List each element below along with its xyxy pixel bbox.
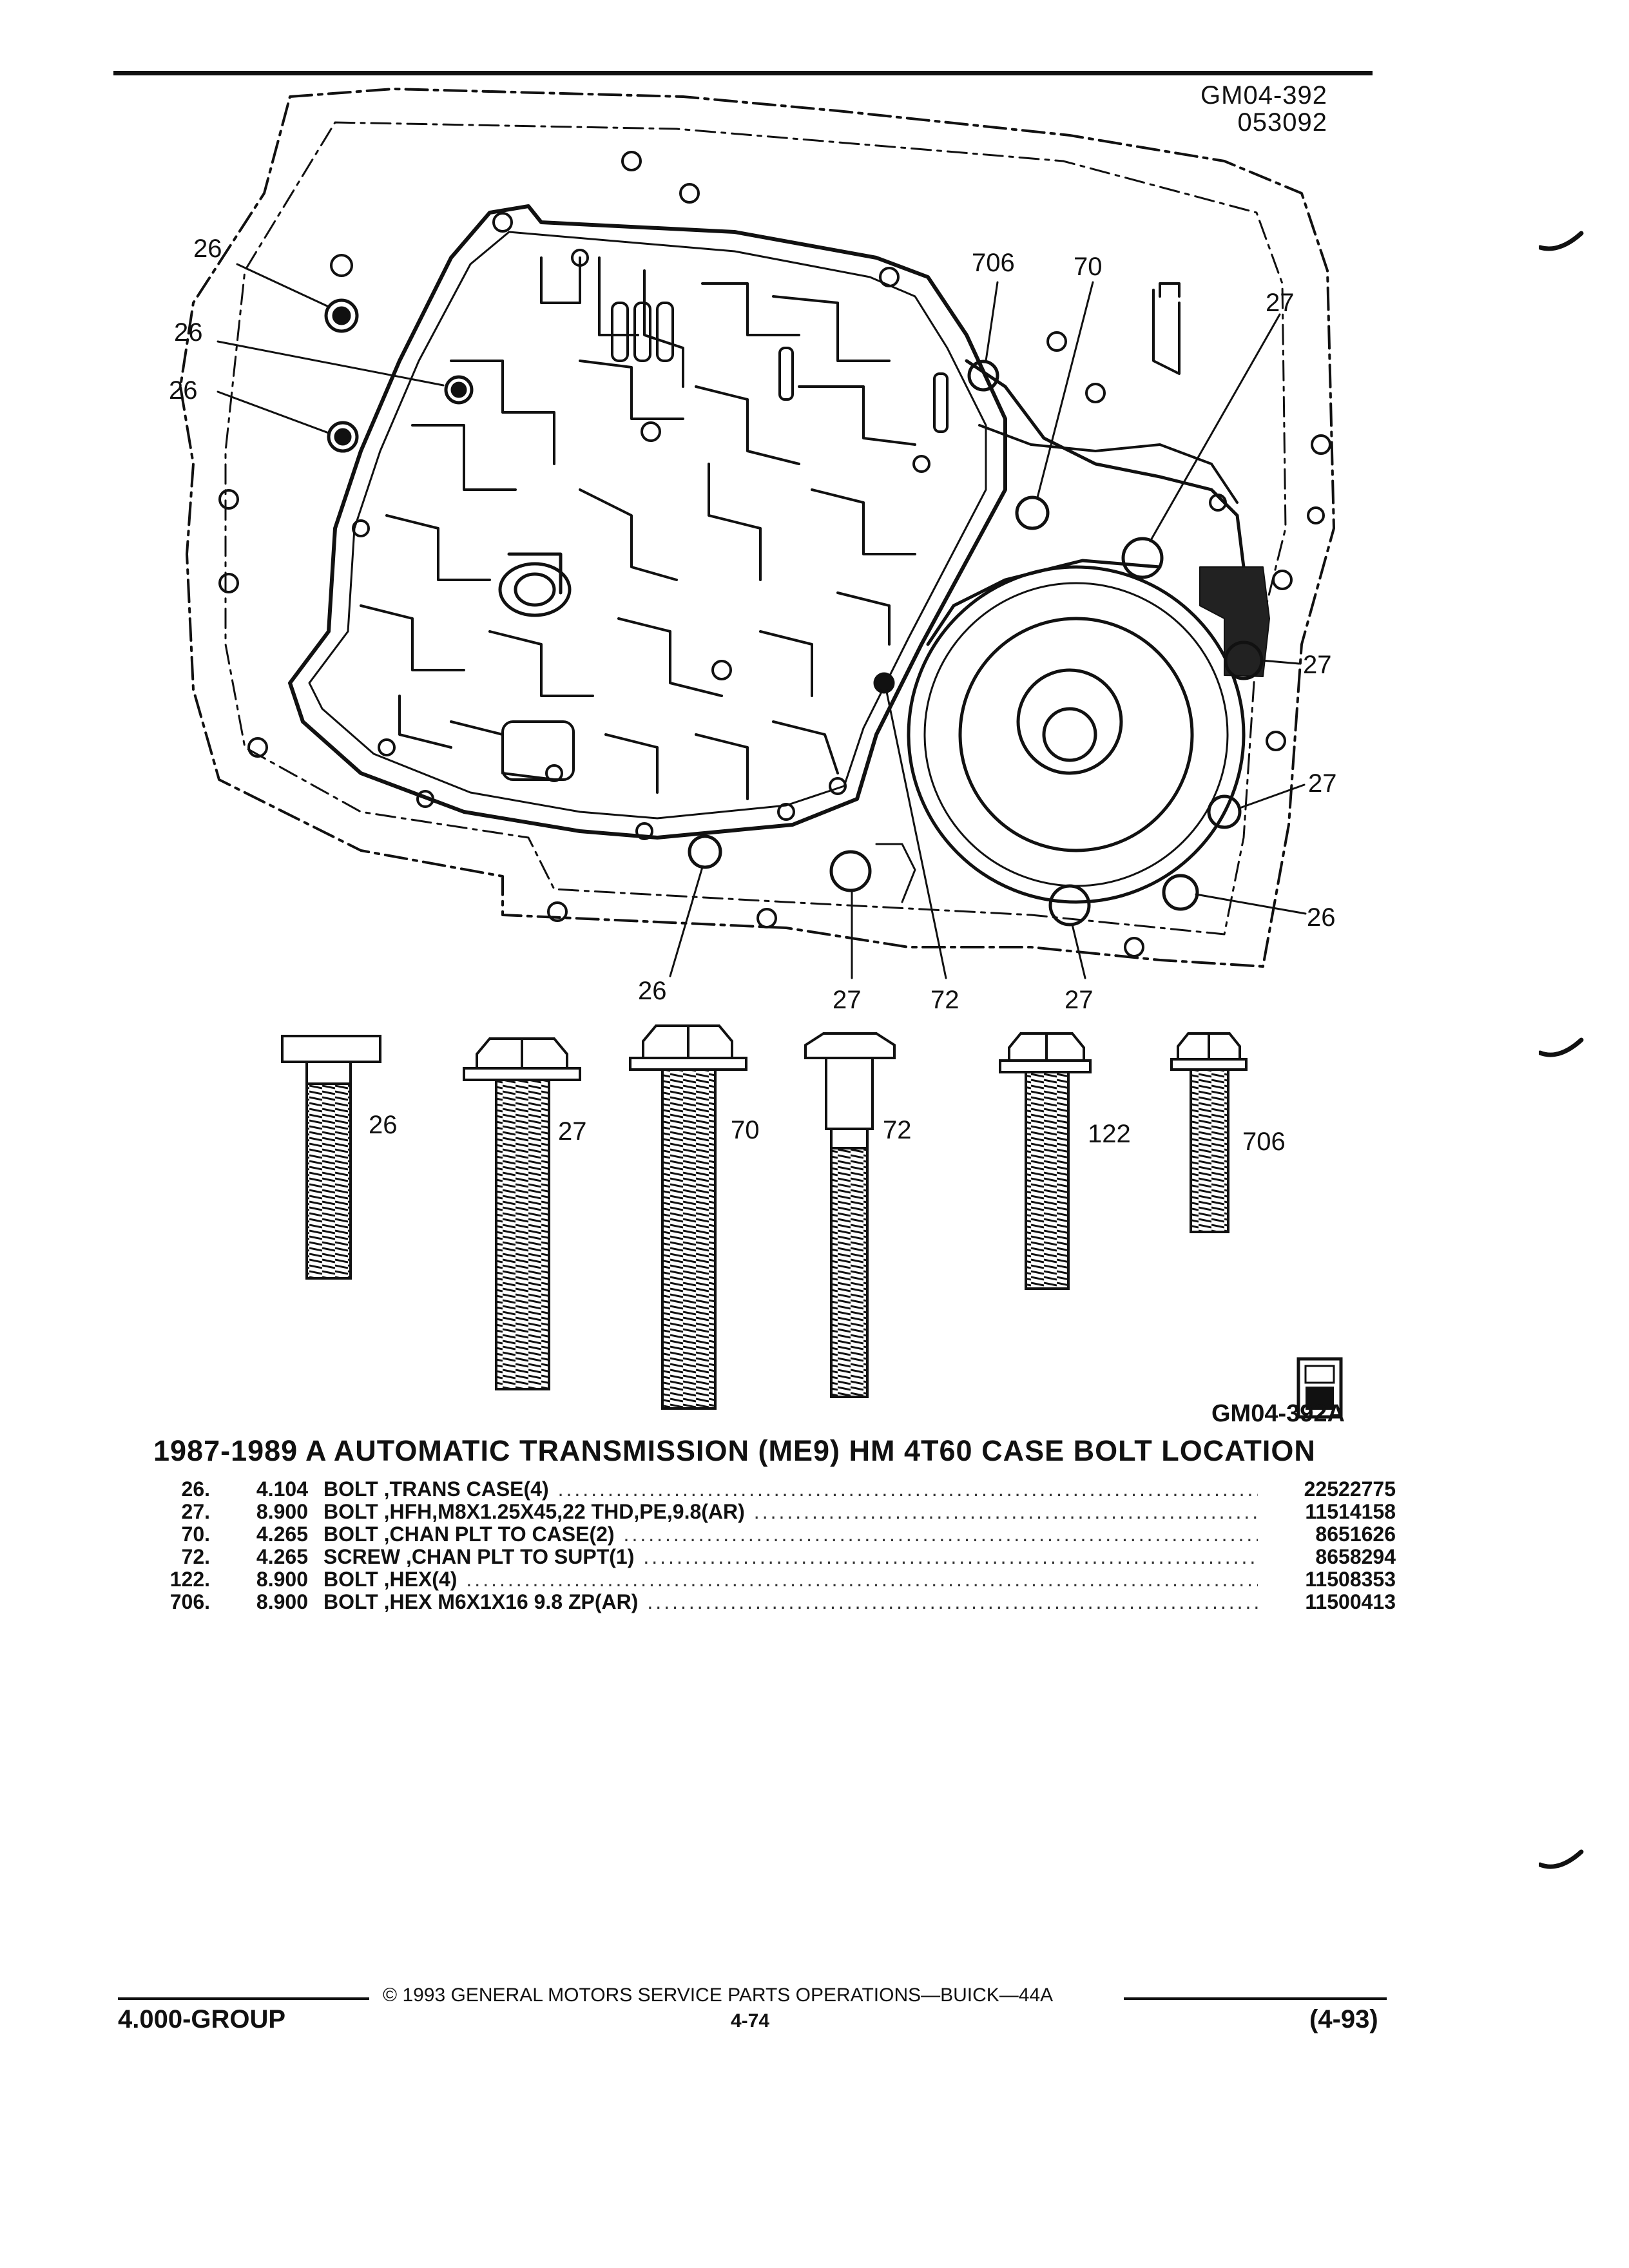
manual-valve-shaft [498,552,572,617]
figure-ref-secondary: GM04-392A [1211,1400,1345,1427]
part-description: BOLT ,TRANS CASE(4) [323,1477,549,1501]
part-group: 8.900 [256,1500,308,1523]
case-holes [218,151,1331,957]
callout-72: 72 [930,986,959,1014]
callout-26-c: 26 [169,376,198,405]
binder-mark-top [1539,231,1584,251]
section-title: 1987-1989 A AUTOMATIC TRANSMISSION (ME9)… [153,1434,1316,1467]
part-number: 8651626 [1315,1523,1396,1546]
leader-dots: ........................................… [647,1591,1258,1613]
gm-spo-stamp [1296,1357,1343,1419]
part-number: 22522775 [1304,1477,1396,1501]
case-outline [179,88,1335,968]
bolt-label-26: 26 [369,1111,398,1139]
part-group: 4.265 [256,1545,308,1568]
callout-706: 706 [972,249,1015,277]
part-description: BOLT ,HFH,M8X1.25X45,22 THD,PE,9.8(AR) [323,1500,745,1523]
part-description: BOLT ,CHAN PLT TO CASE(2) [323,1523,615,1546]
top-rule [113,71,1373,75]
footer-rule-right [1124,1997,1387,2000]
bolt-26-shape [281,1035,381,1280]
parts-row: 26. 4.104 BOLT ,TRANS CASE(4) ..........… [152,1478,1396,1501]
part-number: 8658294 [1315,1545,1396,1568]
part-group: 4.104 [256,1477,308,1501]
page-number: 4-74 [731,2010,770,2032]
leader-dots: ........................................… [753,1501,1258,1523]
transmission-case-diagram [179,88,1335,979]
group-number: 4.000-GROUP [118,2005,286,2033]
callout-27-b: 27 [1303,651,1332,679]
part-number: 11514158 [1305,1500,1396,1523]
leader-dots: ........................................… [557,1478,1258,1501]
bolt-706-shape [1170,1032,1248,1233]
figure-ref-date: 053092 [1237,108,1327,137]
bolt-label-706: 706 [1242,1128,1286,1156]
parts-row: 706. 8.900 BOLT ,HEX M6X1X16 9.8 ZP(AR) … [152,1591,1396,1613]
figure-ref-code: GM04-392 [1200,81,1327,110]
callout-26-d: 26 [1307,903,1336,932]
part-ref: 706. [169,1590,210,1613]
bolt-label-70: 70 [731,1116,760,1144]
callout-26-a: 26 [193,235,222,263]
part-description: BOLT ,HEX M6X1X16 9.8 ZP(AR) [323,1590,639,1613]
part-ref: 70. [181,1523,210,1546]
bolt-illustrations [281,1024,1248,1410]
valve-body-holes [352,212,930,840]
part-group: 8.900 [256,1590,308,1613]
binder-mark-bottom [1539,1849,1584,1869]
parts-row: 72. 4.265 SCREW ,CHAN PLT TO SUPT(1) ...… [152,1546,1396,1568]
copyright-line: © 1993 GENERAL MOTORS SERVICE PARTS OPER… [383,1984,1054,2006]
part-group: 8.900 [256,1568,308,1591]
revision-date: (4-93) [1309,2005,1378,2033]
part-ref: 26. [181,1477,210,1501]
leader-dots: ........................................… [623,1523,1258,1546]
pump-cover [907,559,1246,904]
part-ref: 27. [181,1500,210,1523]
parts-row: 122. 8.900 BOLT ,HEX(4) ................… [152,1568,1396,1591]
part-group: 4.265 [256,1523,308,1546]
valve-body-plate [288,204,1007,840]
part-number: 11508353 [1305,1568,1396,1591]
bolt-label-27: 27 [558,1117,587,1146]
leader-dots: ........................................… [466,1568,1258,1591]
part-description: SCREW ,CHAN PLT TO SUPT(1) [323,1545,635,1568]
shaded-bracket [1199,566,1270,677]
part-description: BOLT ,HEX(4) [323,1568,458,1591]
callout-26-b: 26 [174,318,203,347]
leader-dots: ........................................… [643,1546,1258,1568]
leader-lines [217,263,1307,979]
callout-26-e: 26 [638,977,667,1005]
parts-row: 27. 8.900 BOLT ,HFH,M8X1.25X45,22 THD,PE… [152,1501,1396,1523]
parts-list: 26. 4.104 BOLT ,TRANS CASE(4) ..........… [152,1478,1396,1613]
channel-plate [965,359,1246,569]
bolt-27-shape [463,1037,581,1390]
callout-27-c: 27 [1308,769,1337,798]
located-bolts [324,298,1264,927]
parts-row: 70. 4.265 BOLT ,CHAN PLT TO CASE(2) ....… [152,1523,1396,1546]
part-ref: 122. [169,1568,210,1591]
part-ref: 72. [181,1545,210,1568]
callout-27-d: 27 [833,986,862,1014]
footer-rule-left [118,1997,369,2000]
bolt-70-shape [629,1024,747,1410]
part-number: 11500413 [1305,1590,1396,1613]
screw-72-shape [804,1032,896,1398]
binder-mark-middle [1539,1037,1584,1057]
callout-27-a: 27 [1266,289,1295,317]
bolt-122-shape [999,1032,1092,1290]
bolt-label-122: 122 [1088,1120,1131,1148]
bolt-label-72: 72 [883,1116,912,1144]
callout-70: 70 [1074,253,1103,281]
callout-27-e: 27 [1065,986,1094,1014]
fluid-passages [360,256,949,800]
